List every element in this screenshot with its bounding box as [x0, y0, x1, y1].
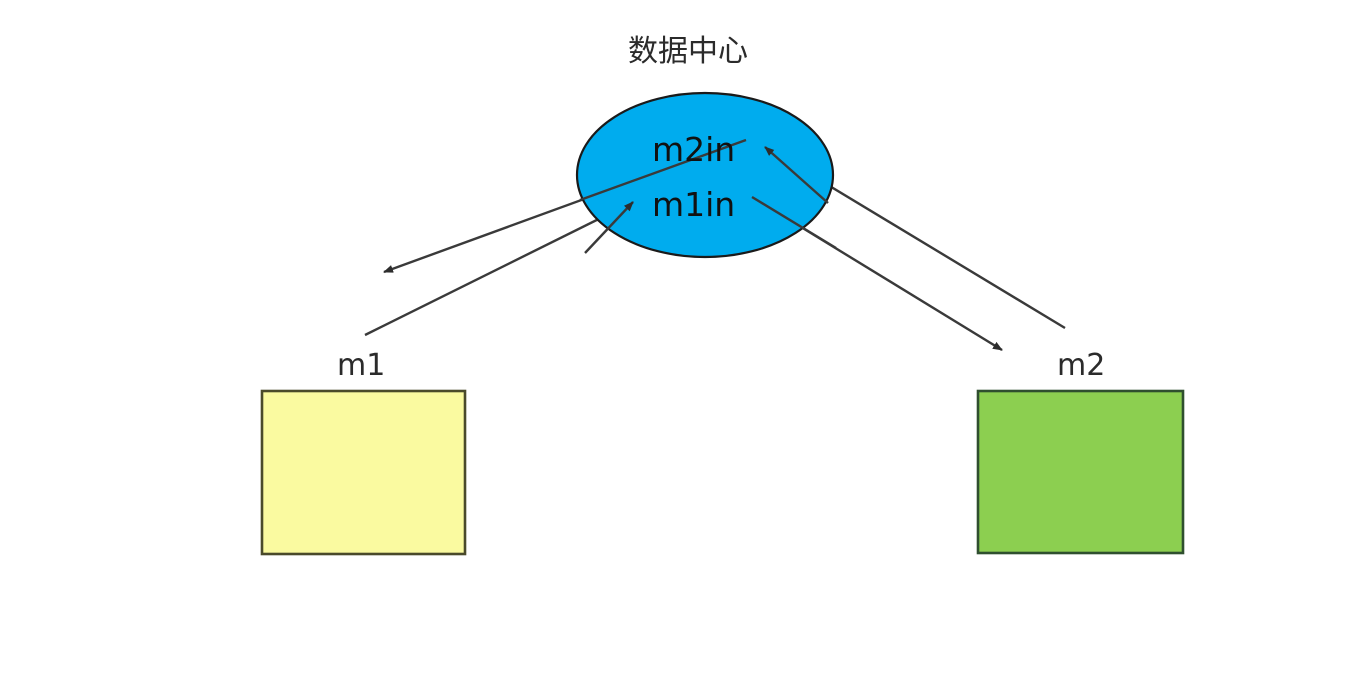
node-m2-rect[interactable]: [976, 389, 1185, 555]
node-m1[interactable]: m1: [260, 348, 467, 556]
edge-m1-to-m1in: [364, 200, 634, 337]
datacenter-ellipse[interactable]: [575, 91, 835, 259]
node-m2-label: m2: [1057, 348, 1105, 383]
node-datacenter[interactable]: [575, 91, 835, 259]
node-m1-label: m1: [337, 348, 385, 383]
edge-m1in-to-m2-overlay: [751, 195, 837, 250]
queue-label-m1in: m1in: [652, 185, 735, 224]
node-m1-rect[interactable]: [260, 389, 467, 556]
edge-m2in-to-m1-overlay: [579, 138, 747, 202]
edge-m2-to-m2in-overlay: [764, 146, 829, 204]
queue-label-m2in: m2in: [652, 130, 735, 169]
diagram-title: 数据中心: [628, 34, 748, 69]
edge-m1-to-m1in-overlay: [584, 201, 634, 254]
node-m2[interactable]: m2: [976, 348, 1185, 555]
